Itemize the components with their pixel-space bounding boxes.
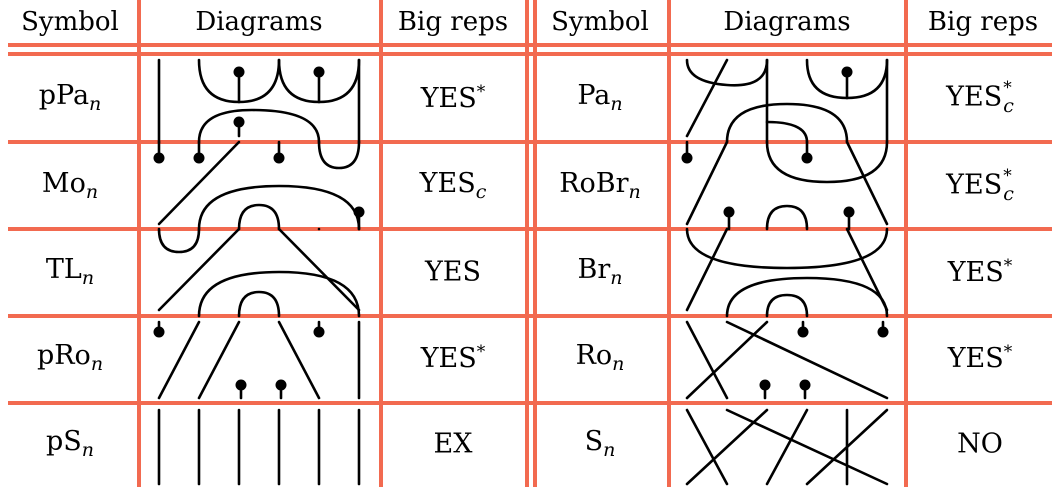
- strand: [725, 276, 889, 318]
- strand: [685, 408, 729, 486]
- strand: [685, 320, 729, 400]
- symbol-ppa: pPan: [38, 79, 102, 116]
- symbol-s: Sn: [584, 425, 616, 462]
- symbol-robr: RoBrn: [559, 167, 641, 204]
- strand: [845, 140, 889, 226]
- strand: [685, 408, 769, 486]
- strand: [237, 203, 281, 231]
- big-reps-tl: YES: [424, 256, 482, 288]
- strand: [725, 408, 889, 486]
- header-left-diagrams: Diagrams: [195, 7, 323, 37]
- symbol-pro: pRon: [36, 339, 104, 376]
- node-dot: [233, 116, 245, 128]
- strand: [725, 320, 889, 400]
- grid-lines: [8, 0, 1052, 487]
- strand: [197, 320, 241, 400]
- strand: [685, 58, 769, 87]
- big-reps-pa: YES*c: [946, 78, 1014, 117]
- symbol-mo: Mon: [41, 167, 99, 204]
- strand: [765, 120, 809, 144]
- strand: [277, 320, 321, 400]
- diagram-strands: [153, 58, 889, 486]
- strand: [685, 58, 729, 138]
- symbol-pa: Pan: [577, 79, 623, 116]
- symbol-br: Brn: [577, 253, 623, 290]
- node-dot: [233, 66, 245, 78]
- strand: [157, 140, 241, 226]
- strand: [157, 227, 201, 254]
- strand: [765, 293, 809, 318]
- strand: [197, 108, 321, 144]
- big-reps-mo: YESc: [419, 167, 487, 204]
- big-reps-s: NO: [957, 428, 1003, 460]
- big-reps-ppa: YES*: [420, 82, 486, 114]
- header-right-big-reps: Big reps: [927, 7, 1039, 37]
- big-reps-ps: EX: [433, 428, 473, 460]
- symbol-ro: Ron: [575, 339, 625, 376]
- strand: [157, 320, 201, 400]
- header-right-diagrams: Diagrams: [723, 7, 851, 37]
- header-left-big-reps: Big reps: [397, 7, 509, 37]
- strand: [685, 227, 889, 270]
- strand: [805, 408, 889, 486]
- strand: [685, 140, 729, 226]
- header-right-symbol: Symbol: [551, 7, 649, 37]
- strand: [197, 270, 361, 318]
- strand: [197, 184, 361, 231]
- node-dot: [841, 66, 853, 78]
- strand: [725, 102, 849, 144]
- strand: [765, 204, 809, 231]
- big-reps-ro: YES*: [947, 342, 1013, 374]
- symbol-ps: pSn: [45, 425, 95, 462]
- node-dot: [313, 66, 325, 78]
- symbol-tl: TLn: [45, 253, 95, 290]
- strand: [157, 227, 241, 312]
- big-reps-br: YES*: [947, 256, 1013, 288]
- strand: [317, 140, 361, 170]
- strand: [685, 320, 769, 400]
- strand: [765, 140, 889, 184]
- strand: [765, 408, 809, 486]
- strand: [237, 290, 281, 318]
- header-left-symbol: Symbol: [21, 7, 119, 37]
- big-reps-pro: YES*: [420, 342, 486, 374]
- strand: [277, 227, 361, 312]
- big-reps-robr: YES*c: [946, 166, 1014, 205]
- strand: [685, 227, 729, 312]
